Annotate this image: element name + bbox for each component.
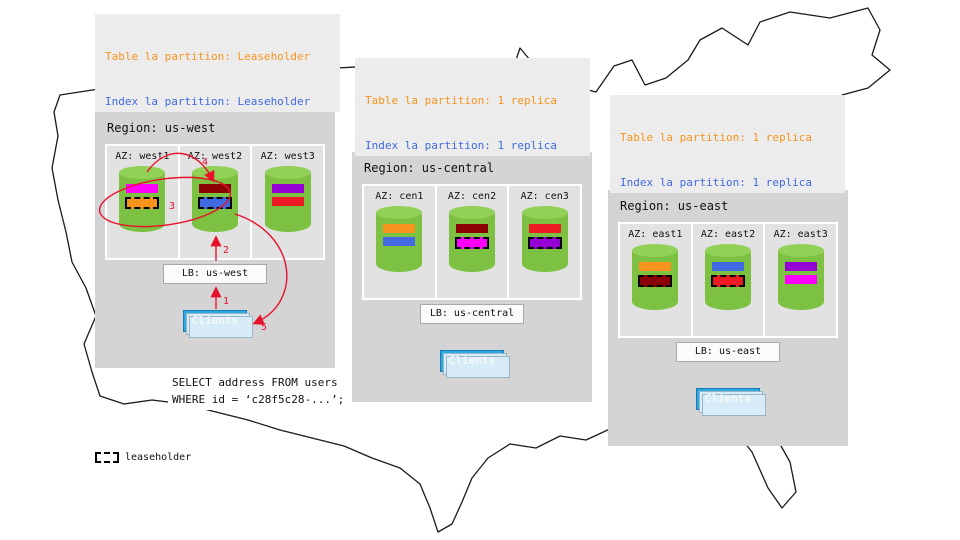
partition-bars	[522, 224, 568, 249]
region-title: Region: us-central	[364, 161, 495, 175]
partition-bars	[376, 224, 422, 246]
partition-bar	[383, 237, 416, 246]
partition-bar	[271, 184, 304, 193]
partition-bar	[383, 224, 416, 233]
partition-bars	[632, 262, 678, 287]
clients-box-us-central: Clients	[440, 350, 510, 378]
az-cen2: AZ: cen2	[436, 186, 508, 298]
database-cylinder	[705, 244, 751, 310]
database-cylinder	[192, 166, 238, 232]
clients-box-us-east: Clients	[696, 388, 766, 416]
region-title: Region: us-west	[107, 121, 216, 135]
partition-bar	[126, 184, 159, 193]
az-label: AZ: cen3	[520, 191, 569, 202]
database-cylinder	[632, 244, 679, 310]
az-label: AZ: east3	[773, 229, 828, 240]
sql-query-line: SELECT address FROM users	[172, 376, 338, 389]
partition-info-line: Index la partition: 1 replica	[620, 176, 813, 189]
az-cen1: AZ: cen1	[364, 186, 435, 298]
partition-bar-leaseholder	[125, 197, 160, 209]
region-us-east: Region: us-east AZ: east1 AZ: east2 AZ: …	[608, 190, 848, 446]
partition-bars	[192, 184, 238, 209]
az-label: AZ: cen2	[447, 191, 497, 202]
az-east2: AZ: east2	[692, 224, 764, 336]
partition-info-line: Index la partition: Leaseholder	[105, 95, 311, 108]
load-balancer-us-central: LB: us-central	[420, 304, 524, 324]
partition-bar	[639, 262, 672, 271]
az-label: AZ: west2	[187, 151, 243, 162]
database-cylinder	[376, 206, 423, 272]
az-row: AZ: east1 AZ: east2 AZ: east3	[618, 222, 838, 338]
database-cylinder	[521, 206, 568, 272]
sql-query-line: WHERE id = ‘c28f5c28-...’;	[172, 393, 345, 406]
az-label: AZ: cen1	[375, 191, 424, 202]
clients-box-us-west: Clients	[183, 310, 253, 338]
partition-info-us-central: Table la partition: 1 replica Index la p…	[355, 58, 590, 156]
database-cylinder	[264, 166, 311, 232]
partition-bar-leaseholder	[638, 275, 673, 287]
partition-bar	[199, 184, 231, 193]
az-west3: AZ: west3	[252, 146, 324, 258]
partition-bar	[784, 262, 817, 271]
region-title: Region: us-east	[620, 199, 729, 213]
partition-bars	[449, 224, 495, 249]
sql-query: SELECT address FROM users WHERE id = ‘c2…	[168, 372, 349, 410]
az-label: AZ: west3	[260, 151, 315, 162]
leaseholder-dashed-box-icon	[95, 452, 119, 463]
az-west2: AZ: west2	[179, 146, 251, 258]
partition-bar-leaseholder	[711, 275, 745, 287]
partition-info-us-east: Table la partition: 1 replica Index la p…	[610, 95, 845, 193]
region-us-central: Region: us-central AZ: cen1 AZ: cen2 AZ:…	[352, 152, 592, 402]
partition-bar	[271, 197, 304, 206]
partition-info-line: Index la partition: 1 replica	[365, 139, 558, 152]
partition-bar	[456, 224, 488, 233]
az-east3: AZ: east3	[765, 224, 837, 336]
az-west1: AZ: west1	[107, 146, 178, 258]
legend: leaseholder	[95, 452, 191, 463]
partition-bar	[528, 224, 561, 233]
database-cylinder	[449, 206, 495, 272]
az-row: AZ: west1 AZ: west2 AZ: west3	[105, 144, 325, 260]
partition-info-line: Table la partition: 1 replica	[620, 131, 813, 144]
az-cen3: AZ: cen3	[509, 186, 581, 298]
load-balancer-us-west: LB: us-west	[163, 264, 267, 284]
partition-info-us-west: Table la partition: Leaseholder Index la…	[95, 14, 340, 112]
database-cylinder	[119, 166, 166, 232]
region-us-west: Region: us-west AZ: west1 AZ: west2 AZ: …	[95, 112, 335, 368]
partition-bars	[119, 184, 165, 209]
partition-bars	[778, 262, 824, 284]
partition-bars	[705, 262, 751, 287]
az-row: AZ: cen1 AZ: cen2 AZ: cen3	[362, 184, 582, 300]
az-label: AZ: east1	[628, 229, 683, 240]
partition-bar	[784, 275, 817, 284]
partition-bars	[265, 184, 311, 206]
partition-bar	[712, 262, 744, 271]
partition-bar-leaseholder	[455, 237, 489, 249]
legend-label: leaseholder	[125, 452, 192, 463]
load-balancer-us-east: LB: us-east	[676, 342, 780, 362]
partition-info-line: Table la partition: Leaseholder	[105, 50, 311, 63]
partition-bar-leaseholder	[198, 197, 232, 209]
database-cylinder	[777, 244, 824, 310]
partition-bar-leaseholder	[527, 237, 562, 249]
az-east1: AZ: east1	[620, 224, 691, 336]
az-label: AZ: east2	[700, 229, 756, 240]
az-label: AZ: west1	[115, 151, 170, 162]
partition-info-line: Table la partition: 1 replica	[365, 94, 558, 107]
